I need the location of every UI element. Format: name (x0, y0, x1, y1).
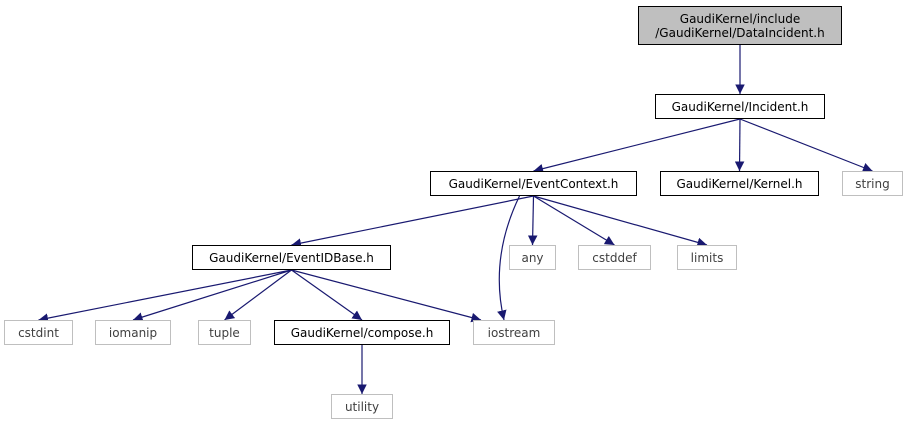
edge-incident-to-eventcontext (533, 118, 741, 174)
edge-eventidbase-to-iostream (291, 269, 482, 323)
edge-eventcontext-to-limits (533, 195, 708, 248)
node-iostream[interactable]: iostream (473, 320, 555, 345)
node-cstddef[interactable]: cstddef (578, 245, 651, 270)
edge-eventidbase-to-cstdint (38, 269, 292, 323)
node-dataincident-line2: /GaudiKernel/DataIncident.h (655, 25, 825, 40)
node-cstdint[interactable]: cstdint (4, 320, 73, 345)
edge-eventcontext-to-any (527, 195, 538, 246)
node-utility[interactable]: utility (331, 394, 393, 419)
node-eventcontext-h[interactable]: GaudiKernel/EventContext.h (430, 171, 637, 196)
node-any[interactable]: any (509, 245, 556, 270)
node-string[interactable]: string (842, 171, 903, 196)
edge-eventidbase-to-iomanip (132, 269, 292, 322)
node-eventidbase-h[interactable]: GaudiKernel/EventIDBase.h (192, 245, 391, 270)
node-dataincident-line1: GaudiKernel/include (679, 11, 801, 26)
node-iomanip[interactable]: iomanip (95, 320, 171, 345)
edge-incident-to-string (739, 118, 873, 172)
edge-eventcontext-to-cstddef (533, 195, 615, 246)
edge-eventidbase-to-tuple (224, 269, 292, 321)
node-kernel-h[interactable]: GaudiKernel/Kernel.h (660, 171, 819, 196)
node-incident-h[interactable]: GaudiKernel/Incident.h (655, 94, 825, 119)
node-tuple[interactable]: tuple (198, 320, 251, 345)
edge-incident-to-kernel (734, 118, 745, 172)
edge-eventcontext-to-iostream (497, 195, 521, 321)
edge-eventcontext-to-eventidbase (291, 195, 534, 248)
node-limits[interactable]: limits (677, 245, 737, 270)
node-dataincident-h[interactable]: GaudiKernel/include /GaudiKernel/DataInc… (638, 6, 842, 45)
node-compose-h[interactable]: GaudiKernel/compose.h (274, 320, 450, 345)
edge-eventidbase-to-compose (291, 269, 363, 321)
